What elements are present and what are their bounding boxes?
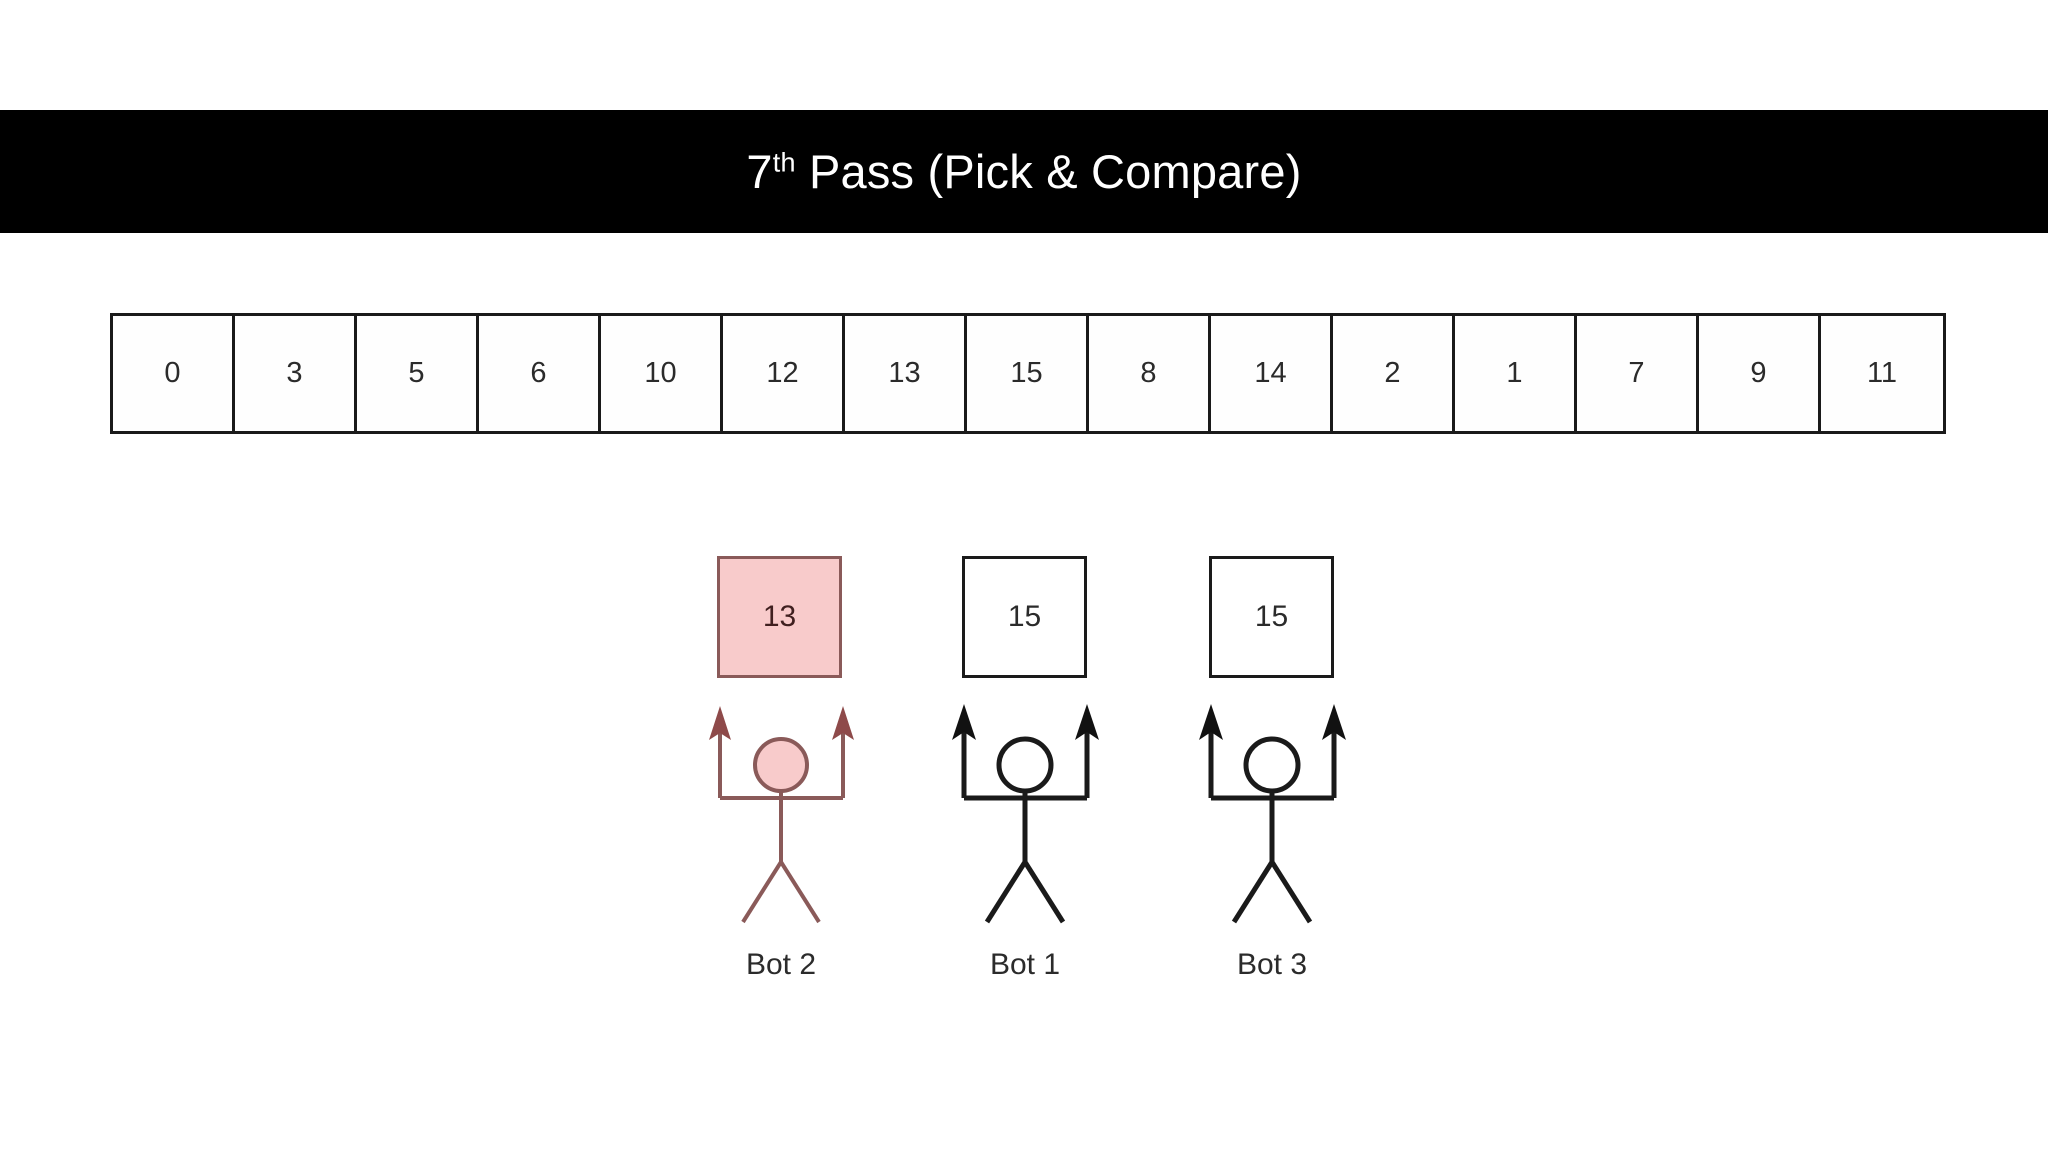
page-title-superscript: th xyxy=(772,147,796,178)
array-cell[interactable]: 14 xyxy=(1211,316,1333,431)
title-banner: 7th Pass (Pick & Compare) xyxy=(0,110,2048,233)
left-arm-arrow-icon xyxy=(952,704,976,740)
array-row: 0 3 5 6 10 12 13 15 8 14 2 1 7 9 11 xyxy=(110,313,1946,434)
bot-held-box[interactable]: 15 xyxy=(1209,556,1334,678)
bot-held-box[interactable]: 15 xyxy=(962,556,1087,678)
page-title-rest: Pass (Pick & Compare) xyxy=(795,145,1302,198)
right-arm-arrow-icon xyxy=(1322,704,1346,740)
array-cell[interactable]: 1 xyxy=(1455,316,1577,431)
array-cell[interactable]: 3 xyxy=(235,316,357,431)
left-leg-line xyxy=(984,860,1028,924)
array-cell[interactable]: 11 xyxy=(1821,316,1943,431)
right-arm-arrow-icon xyxy=(832,706,854,740)
left-arm-arrow-icon xyxy=(1199,704,1223,740)
right-arm-arrow-icon xyxy=(1075,704,1099,740)
stick-figure-bot-3 xyxy=(1199,704,1346,924)
array-cell[interactable]: 7 xyxy=(1577,316,1699,431)
array-cell[interactable]: 8 xyxy=(1089,316,1211,431)
array-cell[interactable]: 12 xyxy=(723,316,845,431)
page-title: 7th Pass (Pick & Compare) xyxy=(746,144,1301,199)
page-title-prefix: 7 xyxy=(746,145,773,198)
right-leg-line xyxy=(779,860,821,924)
array-cell[interactable]: 10 xyxy=(601,316,723,431)
head-circle xyxy=(753,737,809,793)
array-cell[interactable]: 15 xyxy=(967,316,1089,431)
head-circle xyxy=(1243,736,1301,794)
array-cell[interactable]: 0 xyxy=(113,316,235,431)
bot-label: Bot 3 xyxy=(1236,948,1308,981)
array-cell[interactable]: 13 xyxy=(845,316,967,431)
right-leg-line xyxy=(1269,860,1313,924)
bot-label: Bot 1 xyxy=(989,948,1061,981)
array-cell[interactable]: 5 xyxy=(357,316,479,431)
left-leg-line xyxy=(1231,860,1275,924)
array-cell[interactable]: 2 xyxy=(1333,316,1455,431)
bot-held-box[interactable]: 13 xyxy=(717,556,842,678)
stick-figure-bot-1 xyxy=(952,704,1099,924)
left-arm-arrow-icon xyxy=(709,706,731,740)
stick-figure-bot-2 xyxy=(709,706,854,924)
array-cell[interactable]: 6 xyxy=(479,316,601,431)
bot-label: Bot 2 xyxy=(745,948,817,981)
array-cell[interactable]: 9 xyxy=(1699,316,1821,431)
head-circle xyxy=(996,736,1054,794)
right-leg-line xyxy=(1022,860,1066,924)
left-leg-line xyxy=(741,860,783,924)
